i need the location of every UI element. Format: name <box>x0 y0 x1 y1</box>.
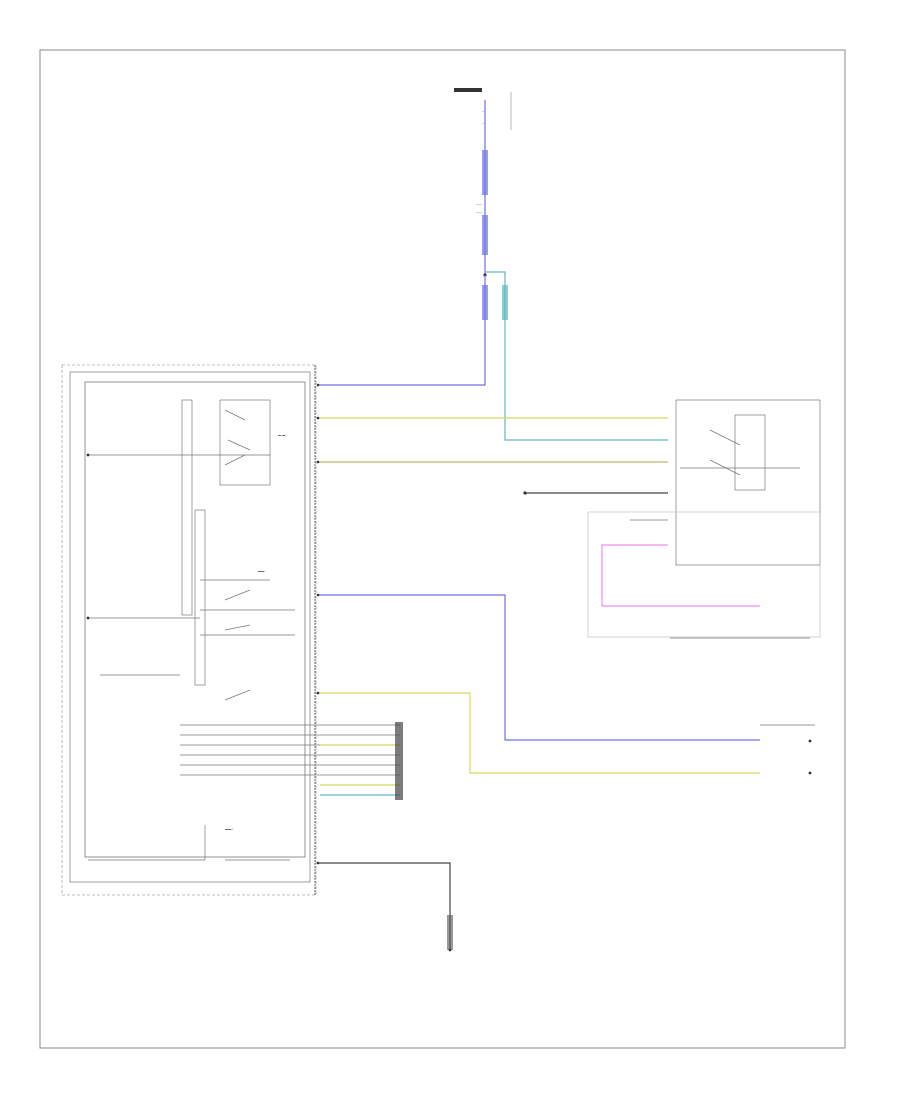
splice-point <box>482 271 668 441</box>
window-switch-label: ▬ ▬ <box>278 433 286 437</box>
passenger-switch-outline <box>675 399 821 566</box>
lock-switch-label: ▬▬ <box>258 569 265 573</box>
driver-rear-motor <box>760 724 815 775</box>
variant-pin-2: —— <box>476 210 483 214</box>
wire-harness <box>180 722 403 800</box>
ground-point <box>448 948 452 952</box>
fuse-pin-1: — <box>482 109 486 113</box>
driver-switch-outline <box>61 364 317 896</box>
diagram-frame <box>39 49 846 1049</box>
passenger-motor-wiring <box>587 511 821 639</box>
passenger-switch-block <box>675 399 821 566</box>
fuse-box-marker <box>454 88 482 92</box>
top-power-source: — — <box>454 88 512 130</box>
variant-pin-1: —— <box>476 202 483 206</box>
lower-relay-label: ▬▬ ▪ <box>225 827 233 831</box>
main-feed-wire: —— —— <box>476 100 488 275</box>
driver-switch-block: ▬ ▬ ▬▬ ▬▬ ▪ <box>61 364 403 896</box>
wires-to-passenger <box>318 275 760 950</box>
connector-pins <box>316 383 320 865</box>
fuse-pin-2: — <box>482 121 486 125</box>
